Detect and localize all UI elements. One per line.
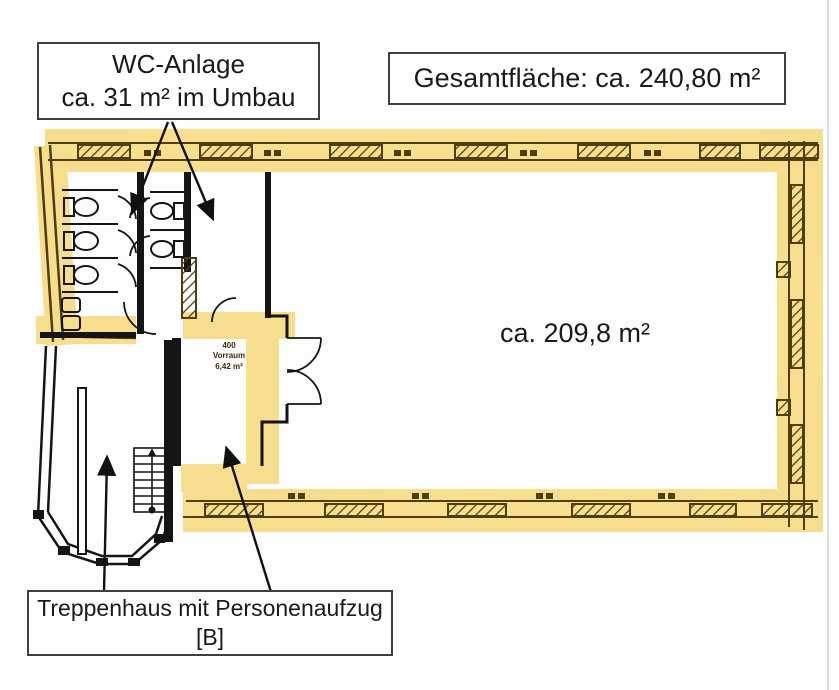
wc-arrow-right [170, 121, 215, 222]
main-area-label: ca. 209,8 m² [499, 318, 651, 348]
vorraum-area: 6,42 m² [215, 361, 243, 371]
annotation-arrows [97, 121, 273, 593]
outer-wall-top [48, 142, 819, 161]
outer-wall-bottom [183, 493, 818, 518]
wc-toilets [61, 197, 185, 331]
vorraum-name: Vorraum [212, 351, 246, 361]
stairwell-label-line2: [B] [195, 624, 225, 650]
vorraum-number: 400 [222, 341, 236, 350]
stairwell-walls [33, 340, 173, 566]
vorraum-room-label: 400 Vorraum 6,42 m² [200, 341, 258, 372]
vestibule-walls [172, 297, 322, 466]
page-edge-line [827, 0, 829, 690]
total-area-label-box: Gesamtfläche: ca. 240,80 m² [388, 52, 786, 105]
stairwell-arrow-vertical [97, 454, 117, 593]
big-room-left-wall [265, 172, 271, 318]
wc-label-box: WC-Anlage ca. 31 m² im Umbau [37, 42, 320, 120]
stairwell-label-box: Treppenhaus mit Personenaufzug [B] [27, 590, 393, 656]
stairwell-label-line1: Treppenhaus mit Personenaufzug [37, 594, 383, 621]
wc-label-line2: ca. 31 m² im Umbau [61, 82, 296, 112]
wc-label-line1: WC-Anlage [112, 48, 245, 79]
wc-area-walls [40, 172, 197, 338]
wc-arrow-left [130, 121, 170, 216]
staircase [133, 447, 171, 514]
outer-wall-right [776, 141, 805, 530]
stairwell-arrow-diagonal [222, 445, 273, 593]
total-area-text: Gesamtfläche: ca. 240,80 m² [413, 63, 761, 94]
